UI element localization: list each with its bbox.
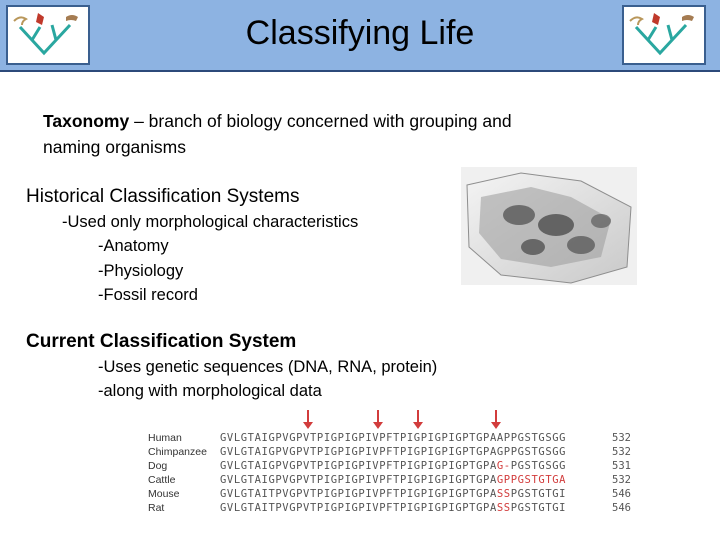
historical-heading: Historical Classification Systems: [26, 186, 300, 207]
current-heading: Current Classification System: [26, 331, 297, 352]
sequence-length: 546: [612, 502, 631, 514]
taxonomy-definition: Taxonomy – branch of biology concerned w…: [43, 108, 623, 160]
sequence-text: GVLGTAITPVGPVTPIGPIGPIVPFTPIGPIGPIGPTGPA…: [220, 502, 567, 514]
tree-of-life-logo-right: [622, 5, 706, 65]
sequence-text: GVLGTAIGPVGPVTPIGPIGPIVPFTPIGPIGPIGPTGPA…: [220, 460, 567, 472]
sequence-length: 532: [612, 474, 631, 486]
phylogeny-icon: [13, 13, 78, 56]
sequence-text: GVLGTAIGPVGPVTPIGPIGPIVPFTPIGPIGPIGPTGPA…: [220, 474, 567, 486]
sequence-text: GVLGTAITPVGPVTPIGPIGPIVPFTPIGPIGPIGPTGPA…: [220, 488, 567, 500]
historical-line: -Physiology: [98, 262, 184, 280]
variant-arrow: [491, 410, 501, 429]
historical-line: -Used only morphological characteristics: [62, 213, 359, 231]
sequence-length: 546: [612, 488, 631, 500]
sequence-length: 532: [612, 432, 631, 444]
sequence-length: 531: [612, 460, 631, 472]
fossil-image: [461, 167, 637, 285]
variant-arrow: [413, 410, 423, 429]
variant-arrow: [303, 410, 313, 429]
phylogeny-icon: [629, 13, 694, 56]
species-label: Cattle: [148, 474, 176, 486]
species-label: Mouse: [148, 488, 180, 500]
sequence-length: 532: [612, 446, 631, 458]
variant-arrow: [373, 410, 383, 429]
species-label: Human: [148, 432, 182, 444]
sequence-text: GVLGTAIGPVGPVTPIGPIGPIVPFTPIGPIGPIGPTGPA…: [220, 446, 567, 458]
historical-line: -Anatomy: [98, 237, 169, 255]
title-bar: Classifying Life: [0, 0, 720, 72]
taxonomy-definition-line2: naming organisms: [43, 137, 186, 157]
historical-line: -Fossil record: [98, 286, 198, 304]
taxonomy-definition-line1: – branch of biology concerned with group…: [129, 111, 512, 131]
species-label: Rat: [148, 502, 165, 514]
page-title: Classifying Life: [245, 14, 475, 52]
sequence-text: GVLGTAIGPVGPVTPIGPIGPIVPFTPIGPIGPIGPTGPA…: [220, 432, 567, 444]
current-line: -along with morphological data: [98, 382, 322, 400]
sequence-alignment: Human GVLGTAIGPVGPVTPIGPIGPIVPFTPIGPIGPI…: [120, 410, 640, 520]
current-line: -Uses genetic sequences (DNA, RNA, prote…: [98, 358, 438, 376]
species-label: Dog: [148, 460, 168, 472]
tree-of-life-logo-left: [6, 5, 90, 65]
taxonomy-term: Taxonomy: [43, 111, 130, 131]
species-label: Chimpanzee: [148, 446, 207, 458]
